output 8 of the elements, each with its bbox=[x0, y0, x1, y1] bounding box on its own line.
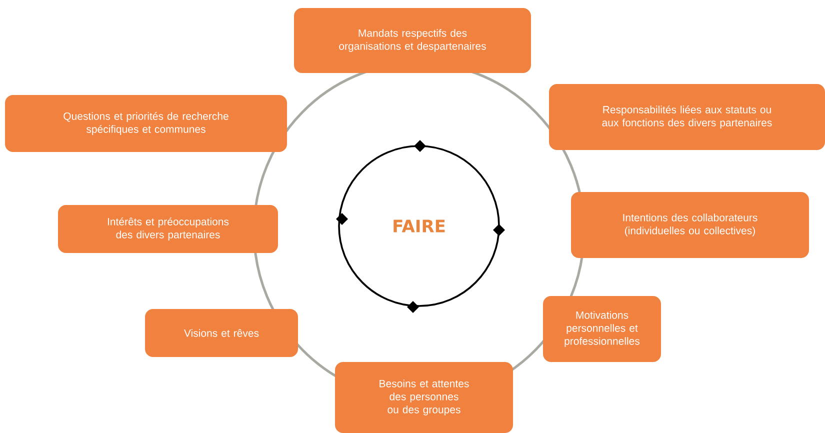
label-box: Intentions des collaborateurs (individuelles ou collectives) bbox=[571, 192, 809, 258]
label-box: Responsabilités liées aux statuts ou aux fonctions des divers partenaires bbox=[549, 84, 825, 150]
label-box: Questions et priorités de recherche spécifiques et communes bbox=[5, 95, 287, 152]
label-box: Motivations personnelles et professionnelles bbox=[543, 296, 661, 362]
label-box: Mandats respectifs des organisations et despartenaires bbox=[294, 8, 531, 73]
label-box: Visions et rêves bbox=[145, 309, 298, 357]
label-box: Besoins et attentes des personnes ou des groupes bbox=[335, 362, 513, 433]
label-box: Intérêts et préoccupations des divers partenaires bbox=[58, 205, 278, 253]
